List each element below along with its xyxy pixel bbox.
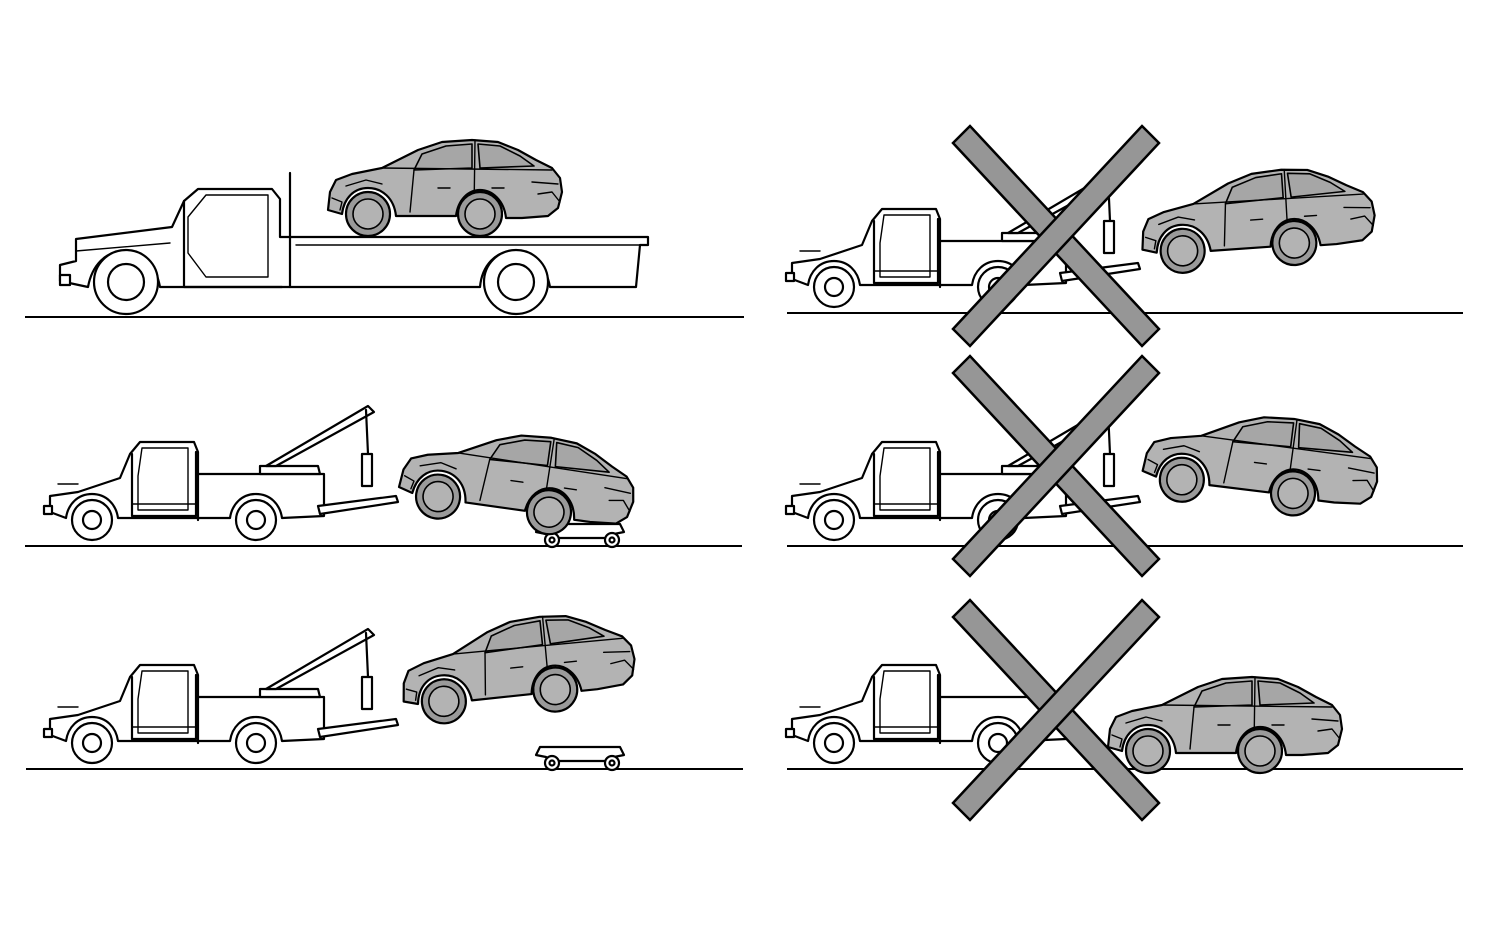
panel-wheel-lift-rear-dollies [42,606,641,772]
tow-truck [42,627,400,765]
panel-flat-tow [784,598,1344,822]
towed-vehicle [395,606,641,729]
towed-vehicle [1106,675,1344,775]
towed-vehicle [1138,400,1385,527]
panel-flatbed [58,138,650,316]
panel-wheel-lift-front-dollies [42,404,642,549]
tow-truck [42,404,400,542]
x-mark-icon [951,354,1161,578]
flatbed-truck [58,171,650,316]
dolly-icon [534,745,626,772]
panel-wheel-lift-front-no-dollies [784,354,1385,578]
towed-vehicle [1136,162,1379,277]
vehicle-on-flatbed [326,138,564,238]
